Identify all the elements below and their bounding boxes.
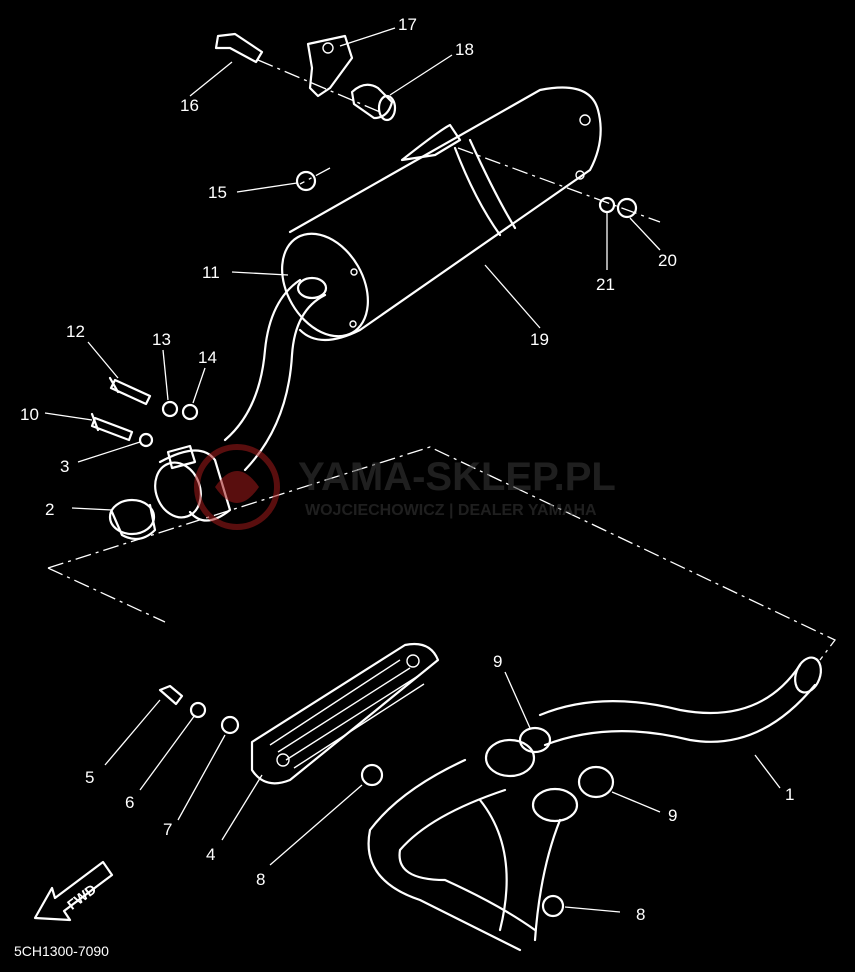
- callout-10: 10: [20, 405, 39, 424]
- callout-2: 2: [45, 500, 54, 519]
- exhaust-pipe: [360, 656, 822, 952]
- nut-8-lower: [541, 894, 565, 918]
- bolt-10: [90, 412, 134, 442]
- watermark-title: YAMA-SKLEP.PL: [298, 455, 616, 499]
- callout-labels: 1 2 3 4 5 7 6 8 8 9 9 10 11 12 13 14 15 …: [20, 15, 794, 924]
- nut-15: [295, 170, 317, 192]
- nut-14: [181, 403, 199, 421]
- muffler-inlet-pipe: [223, 278, 327, 472]
- callout-13: 13: [152, 330, 171, 349]
- leader-lines: [44, 27, 781, 913]
- callout-8-upper: 8: [256, 870, 265, 889]
- washer-3: [138, 432, 154, 448]
- callout-6: 7: [163, 820, 172, 839]
- callout-17: 17: [398, 15, 417, 34]
- callout-20: 20: [658, 251, 677, 270]
- collar-6: [220, 715, 240, 735]
- callout-9-left: 9: [493, 652, 502, 671]
- washer-21: [598, 196, 616, 214]
- callout-16: 16: [180, 96, 199, 115]
- watermark-subtitle: WOJCIECHOWICZ | DEALER YAMAHA: [305, 502, 597, 519]
- watermark-logo-icon: [194, 444, 280, 530]
- gasket-9-left: [518, 726, 552, 754]
- callout-8-lower: 8: [636, 905, 645, 924]
- callout-7: 6: [125, 793, 134, 812]
- exhaust-protector: [250, 642, 440, 785]
- nut-8-upper: [360, 763, 384, 787]
- bolt-12: [108, 376, 152, 406]
- muffler: [281, 86, 602, 341]
- callout-18: 18: [455, 40, 474, 59]
- collar-18: [350, 83, 394, 120]
- callout-11: 11: [202, 263, 220, 282]
- callout-3: 3: [60, 457, 69, 476]
- callout-9-right: 9: [668, 806, 677, 825]
- callout-15: 15: [208, 183, 227, 202]
- nut-20: [616, 197, 638, 219]
- exhaust-joint: [108, 498, 157, 541]
- bolt-5: [158, 684, 184, 706]
- callout-1: 1: [785, 785, 794, 804]
- callout-19: 19: [530, 330, 549, 349]
- callout-12: 12: [66, 322, 85, 341]
- callout-4: 4: [206, 845, 215, 864]
- assembly-boundary: [47, 446, 836, 661]
- washer-7: [189, 701, 207, 719]
- bracket-17: [306, 34, 354, 98]
- washer-13: [161, 400, 179, 418]
- fwd-label: FWD: [64, 881, 99, 913]
- centerline-upper: [257, 59, 661, 223]
- bolt-16: [214, 32, 264, 64]
- fwd-arrow-icon: FWD: [33, 860, 114, 922]
- gasket-9-right: [577, 765, 615, 799]
- callout-14: 14: [198, 348, 217, 367]
- callout-21: 21: [596, 275, 615, 294]
- dealer-watermark: YAMA-SKLEP.PL WOJCIECHOWICZ | DEALER YAM…: [194, 444, 616, 530]
- drawing-code: 5CH1300-7090: [14, 943, 109, 959]
- callout-5: 5: [85, 768, 94, 787]
